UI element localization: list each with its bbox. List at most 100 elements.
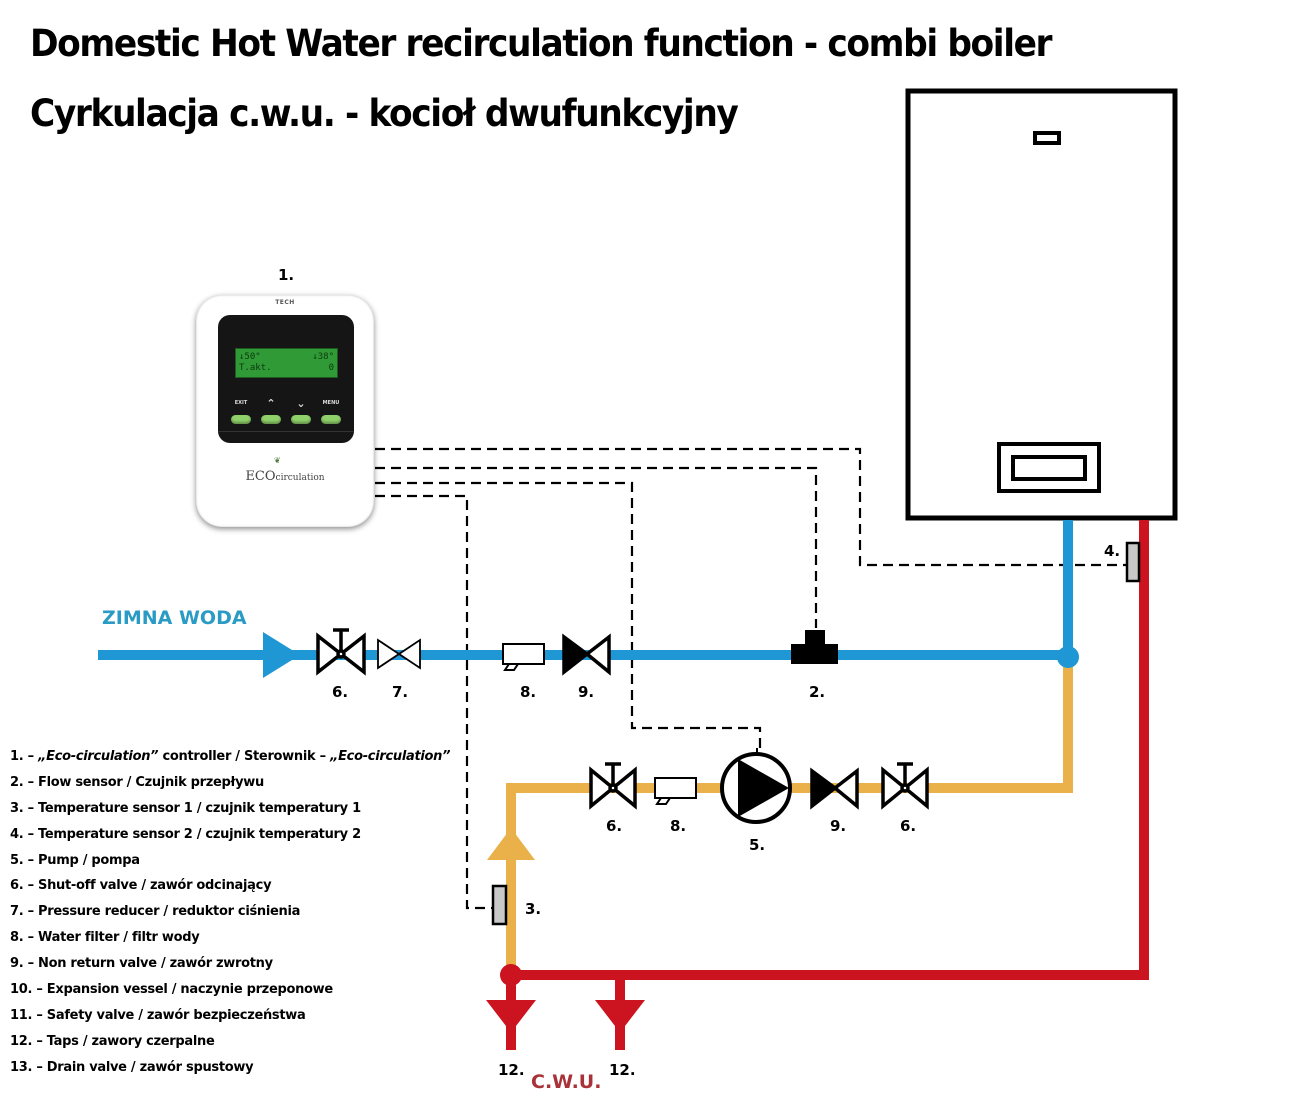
controller-divider bbox=[218, 431, 354, 432]
legend-item: 2. – Flow sensor / Czujnik przepływu bbox=[10, 773, 450, 799]
marker-circ-filter: 8. bbox=[670, 817, 686, 835]
cold-filter-icon bbox=[502, 643, 545, 671]
marker-pump: 5. bbox=[749, 836, 765, 854]
marker-tap-left: 12. bbox=[498, 1061, 525, 1079]
circ-shutoff-valve-right-icon bbox=[881, 762, 929, 810]
down-button[interactable] bbox=[291, 415, 311, 424]
legend-text: – Pump / pompa bbox=[23, 852, 140, 868]
wire-pump bbox=[375, 481, 762, 752]
logo-circulation: circulation bbox=[275, 473, 325, 483]
temp-sensor-1-icon bbox=[491, 884, 508, 926]
legend-item: 7. – Pressure reducer / reduktor ciśnien… bbox=[10, 902, 450, 928]
circ-check-valve-icon bbox=[810, 767, 859, 810]
legend-item: 13. – Drain valve / zawór spustowy bbox=[10, 1058, 450, 1084]
legend-number: 13. bbox=[10, 1059, 33, 1075]
leaf-icon: ❦ bbox=[274, 456, 281, 465]
legend-text: „Eco-circulation” bbox=[330, 749, 451, 764]
boiler-panel-inner bbox=[1011, 455, 1087, 481]
title-polish: Cyrkulacja c.w.u. - kocioł dwufunkcyjny bbox=[30, 92, 739, 135]
legend-item: 3. – Temperature sensor 1 / czujnik temp… bbox=[10, 799, 450, 825]
exit-button[interactable] bbox=[231, 415, 251, 424]
legend-item: 12. – Taps / zawory czerpalne bbox=[10, 1032, 450, 1058]
legend-number: 1. bbox=[10, 749, 24, 764]
legend-text: – Expansion vessel / naczynie przeponowe bbox=[32, 982, 333, 998]
legend-item: 4. – Temperature sensor 2 / czujnik temp… bbox=[10, 825, 450, 851]
legend-number: 2. bbox=[10, 774, 24, 790]
legend-text: – Shut-off valve / zawór odcinający bbox=[23, 878, 272, 894]
eco-circulation-controller: TECH ↓50° ↓38° T.akt. 0 EXIT ⌃ ⌄ MENU ❦ bbox=[196, 295, 374, 527]
legend-number: 7. bbox=[10, 904, 24, 920]
circ-shutoff-valve-left-icon bbox=[589, 762, 637, 810]
circulation-pipe bbox=[506, 660, 1073, 975]
tap-right-icon bbox=[595, 1000, 645, 1050]
down-arrow-icon: ⌄ bbox=[296, 397, 306, 410]
circulation-flow-arrow-icon bbox=[487, 828, 535, 860]
marker-flow-sensor: 2. bbox=[809, 683, 825, 701]
boiler-indicator bbox=[1033, 131, 1061, 145]
signal-wires bbox=[375, 447, 1126, 910]
pump-icon bbox=[720, 748, 792, 824]
legend-number: 5. bbox=[10, 852, 24, 868]
lcd-temp-2: ↓38° bbox=[312, 352, 334, 362]
cold-flow-arrow-icon bbox=[263, 632, 300, 678]
tap-left-icon bbox=[486, 1000, 536, 1050]
legend-item: 1. – „Eco-circulation” controller / Ster… bbox=[10, 747, 451, 773]
legend-number: 4. bbox=[10, 826, 24, 842]
lcd-status-label: T.akt. bbox=[239, 363, 272, 373]
title-english: Domestic Hot Water recirculation functio… bbox=[30, 22, 1053, 65]
logo-eco: ECO bbox=[245, 469, 276, 484]
controller-brand: TECH bbox=[275, 299, 295, 306]
legend-item: 11. – Safety valve / zawór bezpieczeństw… bbox=[10, 1006, 450, 1032]
legend-text: – Non return valve / zawór zwrotny bbox=[23, 956, 273, 972]
marker-cold-filter: 8. bbox=[520, 683, 536, 701]
marker-circ-shutoff-valve-left: 6. bbox=[606, 817, 622, 835]
cold-shutoff-valve-icon bbox=[316, 628, 366, 676]
controller-face: ↓50° ↓38° T.akt. 0 EXIT ⌃ ⌄ MENU bbox=[218, 315, 354, 443]
hot-water-label: C.W.U. bbox=[531, 1071, 601, 1093]
cold-water-label: ZIMNA WODA bbox=[102, 607, 247, 629]
legend-text: – Pressure reducer / reduktor ciśnienia bbox=[23, 904, 301, 920]
legend-text: – Safety valve / zawór bezpieczeństwa bbox=[32, 1007, 306, 1023]
lcd-temp-1: ↓50° bbox=[239, 352, 261, 362]
legend-text: – Temperature sensor 1 / czujnik tempera… bbox=[23, 800, 362, 816]
lcd-status-value: 0 bbox=[328, 363, 334, 373]
legend-number: 10. bbox=[10, 982, 33, 998]
marker-cold-check-valve: 9. bbox=[578, 683, 594, 701]
marker-temp-sensor-2: 4. bbox=[1104, 542, 1120, 560]
hot-junction bbox=[500, 964, 522, 986]
legend-item: 5. – Pump / pompa bbox=[10, 851, 450, 877]
cold-check-valve-icon bbox=[562, 633, 611, 676]
legend-text: – Taps / zawory czerpalne bbox=[32, 1033, 215, 1049]
wire-temp-sensor-1 bbox=[375, 494, 492, 910]
circ-filter-icon bbox=[654, 777, 697, 805]
legend-text: „Eco-circulation” bbox=[38, 749, 159, 764]
pressure-reducer-icon bbox=[377, 638, 421, 670]
legend-text: – bbox=[23, 749, 39, 764]
legend-text: controller / Sterownik – bbox=[158, 749, 331, 764]
legend-number: 3. bbox=[10, 800, 24, 816]
legend-number: 6. bbox=[10, 878, 24, 894]
marker-circ-check-valve: 9. bbox=[830, 817, 846, 835]
marker-temp-sensor-1: 3. bbox=[525, 900, 541, 918]
legend-number: 12. bbox=[10, 1033, 33, 1049]
legend-item: 8. – Water filter / filtr wody bbox=[10, 928, 450, 954]
combi-boiler bbox=[905, 88, 1178, 521]
up-button[interactable] bbox=[261, 415, 281, 424]
legend: 1. – „Eco-circulation” controller / Ster… bbox=[10, 747, 451, 1084]
legend-item: 9. – Non return valve / zawór zwrotny bbox=[10, 954, 450, 980]
marker-circ-shutoff-valve-right: 6. bbox=[900, 817, 916, 835]
legend-number: 11. bbox=[10, 1007, 33, 1023]
legend-text: – Temperature sensor 2 / czujnik tempera… bbox=[23, 826, 362, 842]
menu-button[interactable] bbox=[321, 415, 341, 424]
wire-flow-sensor bbox=[375, 466, 818, 628]
legend-item: 10. – Expansion vessel / naczynie przepo… bbox=[10, 980, 450, 1006]
legend-number: 8. bbox=[10, 930, 24, 946]
marker-cold-shutoff-valve: 6. bbox=[332, 683, 348, 701]
menu-label: MENU bbox=[322, 400, 340, 406]
eco-circulation-logo: ❦ ECOcirculation bbox=[196, 456, 374, 484]
legend-number: 9. bbox=[10, 956, 24, 972]
controller-lcd: ↓50° ↓38° T.akt. 0 bbox=[235, 348, 338, 378]
marker-pressure-reducer: 7. bbox=[392, 683, 408, 701]
wire-temp-sensor-2 bbox=[375, 447, 1126, 567]
